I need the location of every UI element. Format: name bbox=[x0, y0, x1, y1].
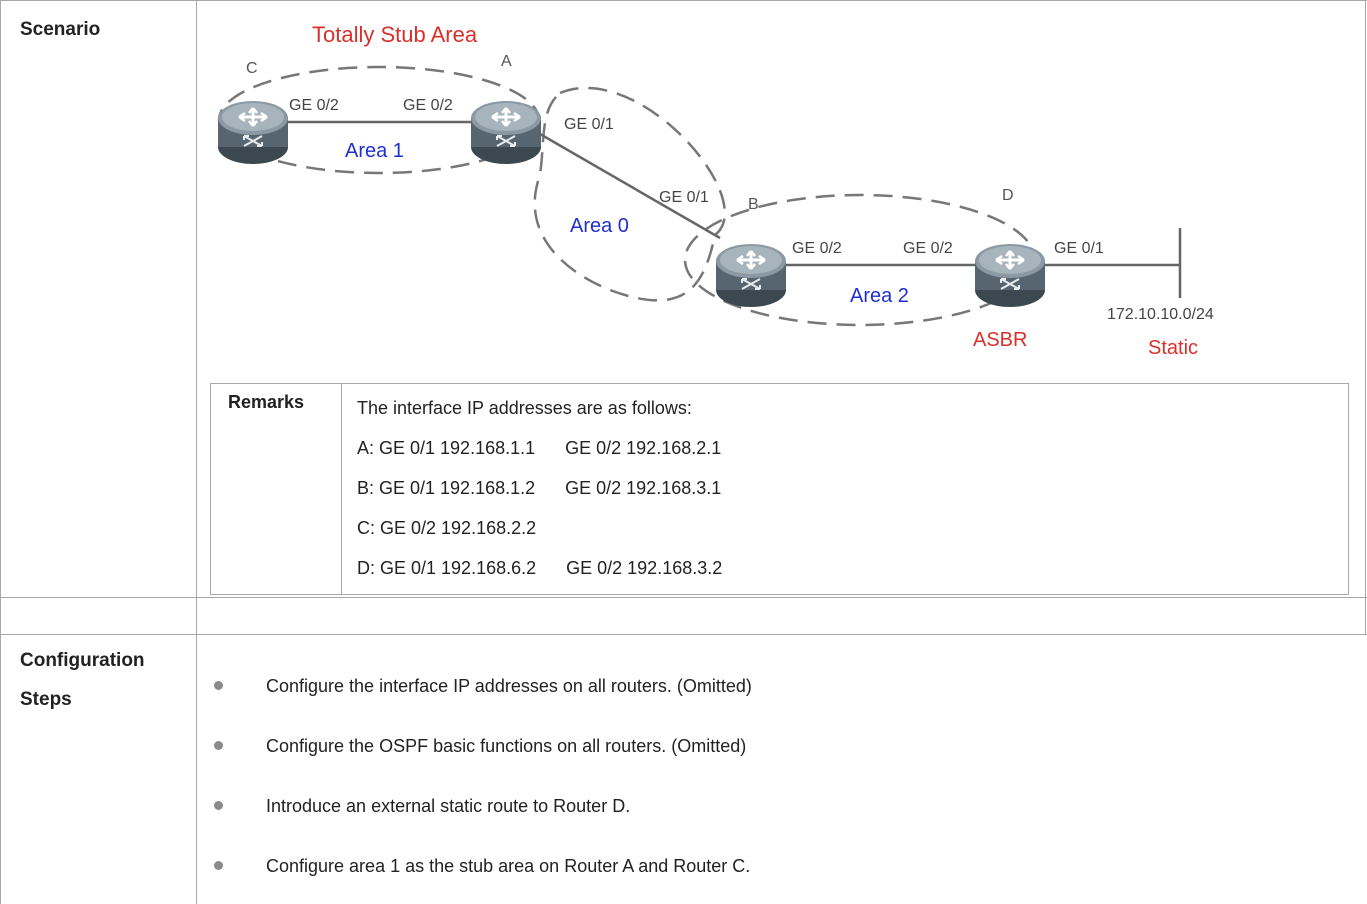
configuration-steps-label-line1: Configuration bbox=[20, 650, 145, 671]
router-b-label: B bbox=[748, 196, 759, 213]
table-row-divider-2 bbox=[0, 634, 1367, 635]
config-step-1-text: Configure the interface IP addresses on … bbox=[266, 676, 752, 696]
area1-label: Area 1 bbox=[345, 140, 404, 162]
table-border-right bbox=[1365, 0, 1366, 635]
table-border-top bbox=[0, 0, 1367, 1]
config-step-1: Configure the interface IP addresses on … bbox=[214, 671, 752, 701]
port-b-ge01: GE 0/1 bbox=[659, 189, 709, 206]
asbr-label: ASBR bbox=[973, 329, 1027, 351]
remarks-table bbox=[210, 383, 1349, 595]
port-c-ge02: GE 0/2 bbox=[289, 97, 339, 114]
remarks-line-router-d: D: GE 0/1 192.168.6.2 GE 0/2 192.168.3.2 bbox=[357, 558, 723, 578]
router-a-icon bbox=[469, 99, 543, 166]
config-step-3: Introduce an external static route to Ro… bbox=[214, 791, 630, 821]
port-a-ge01: GE 0/1 bbox=[564, 116, 614, 133]
network-label: 172.10.10.0/24 bbox=[1107, 306, 1214, 323]
bullet-icon bbox=[214, 860, 223, 870]
port-d-ge01: GE 0/1 bbox=[1054, 240, 1104, 257]
diagram-title: Totally Stub Area bbox=[312, 22, 478, 47]
config-step-4-text: Configure area 1 as the stub area on Rou… bbox=[266, 856, 751, 876]
remarks-line-router-a: A: GE 0/1 192.168.1.1 GE 0/2 192.168.2.1 bbox=[357, 438, 722, 458]
router-a-label: A bbox=[501, 53, 512, 70]
config-step-2-text: Configure the OSPF basic functions on al… bbox=[266, 736, 747, 756]
router-d-label: D bbox=[1002, 187, 1014, 204]
bullet-icon bbox=[214, 680, 223, 690]
remarks-line-router-c: C: GE 0/2 192.168.2.2 bbox=[357, 518, 537, 538]
router-b-icon bbox=[714, 242, 788, 309]
bullet-icon bbox=[214, 800, 223, 810]
bullet-icon bbox=[214, 740, 223, 750]
remarks-label: Remarks bbox=[228, 392, 305, 412]
scenario-label: Scenario bbox=[20, 19, 101, 40]
network-topology-diagram: Totally Stub Area C A B D GE 0/2 GE 0/2 … bbox=[216, 22, 1214, 359]
router-d-icon bbox=[973, 242, 1047, 309]
port-b-ge02: GE 0/2 bbox=[792, 240, 842, 257]
configuration-steps-label-line2: Steps bbox=[20, 689, 72, 710]
config-step-4: Configure area 1 as the stub area on Rou… bbox=[214, 851, 750, 881]
area0-label: Area 0 bbox=[570, 215, 629, 237]
remarks-divider bbox=[341, 384, 342, 594]
router-c-label: C bbox=[246, 60, 258, 77]
link-a-b bbox=[539, 132, 721, 240]
port-a-ge02: GE 0/2 bbox=[403, 97, 453, 114]
remarks-line-intro: The interface IP addresses are as follow… bbox=[357, 398, 692, 418]
table-row-divider-1 bbox=[0, 597, 1367, 598]
static-label: Static bbox=[1148, 337, 1198, 359]
port-d-ge02: GE 0/2 bbox=[903, 240, 953, 257]
config-step-3-text: Introduce an external static route to Ro… bbox=[266, 796, 631, 816]
config-step-2: Configure the OSPF basic functions on al… bbox=[214, 731, 746, 761]
table-column-divider bbox=[196, 0, 197, 904]
router-c-icon bbox=[216, 99, 290, 166]
table-border-left bbox=[0, 0, 1, 904]
area2-label: Area 2 bbox=[850, 285, 909, 307]
remarks-line-router-b: B: GE 0/1 192.168.1.2 GE 0/2 192.168.3.1 bbox=[357, 478, 722, 498]
